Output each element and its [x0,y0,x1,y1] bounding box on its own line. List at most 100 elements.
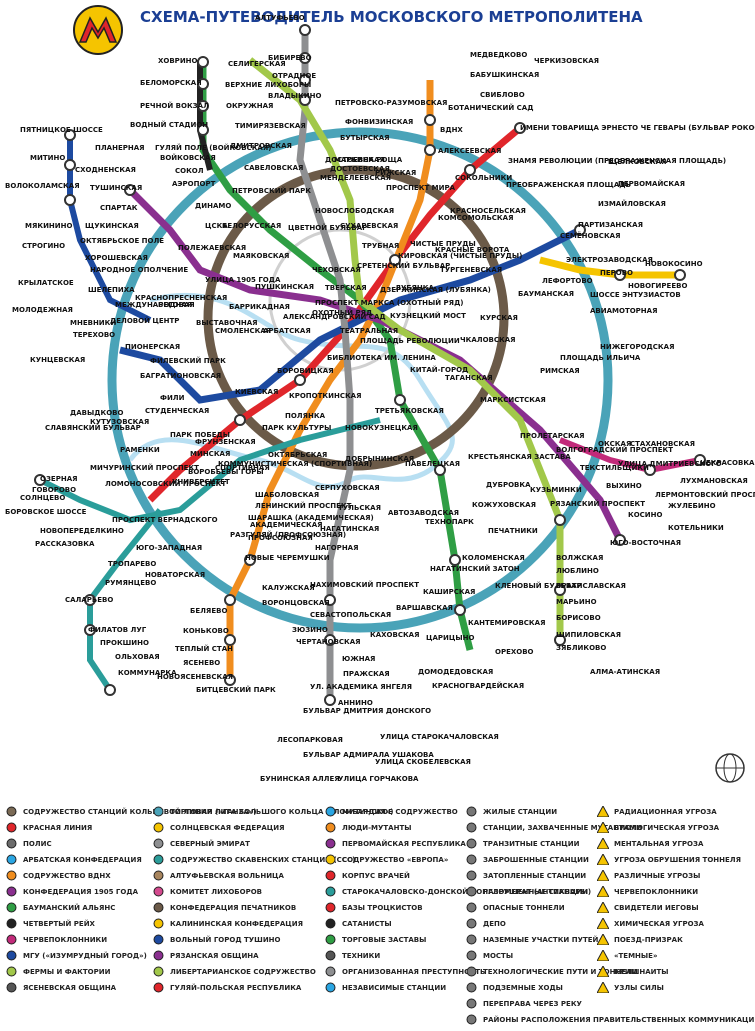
legend-label: «ТЕМНЫЕ» [614,952,658,960]
big-ring-line [107,127,613,633]
legend-label: ЯСЕНЕВСКАЯ ОБЩИНА [23,984,117,992]
station-label: МЕЖДУНАРОДНАЯ [115,301,192,309]
legend-item: СВИДЕТЕЛИ ИЕГОВЫ [596,900,755,916]
legend-label: РАЗЛИЧНЫЕ УГРОЗЫ [614,872,701,880]
station-label: ИЗМАЙЛОВСКАЯ [598,199,666,208]
legend-swatch-icon [466,806,477,817]
legend-swatch-icon [6,886,17,897]
station-label: ЩУКИНСКАЯ [85,222,139,230]
station-label: ШИПИЛОВСКАЯ [556,631,621,639]
station-label: МНЕВНИКИ [70,319,116,327]
legend-item: НЕЗАВИСИМЫЕ СТАНЦИИ [325,980,467,996]
station-label: САВЕЛОВСКАЯ [244,164,303,172]
legend-item: РЯЗАНСКАЯ ОБЩИНА [153,948,313,964]
station-label: КОСИНО [628,511,663,519]
station-label: ДУБРОВКА [486,481,531,489]
station-label: ЩЕЛКОВСКАЯ [608,158,667,166]
station-label: ПИОНЕРСКАЯ [125,343,180,351]
station-label: РАССКАЗОВКА [35,540,95,548]
legend-item: АЛТУФЬЕВСКАЯ ВОЛЬНИЦА [153,868,313,884]
station-label: ОХОТНЫЙ РЯД [312,308,372,317]
station-label: ВАРШАВСКАЯ [396,604,453,612]
station-label: СЕЛИГЕРСКАЯ [228,60,286,68]
legend-label: МОСТЫ [483,952,514,960]
station-label: НОВАТОРСКАЯ [145,571,205,579]
legend-label: СОДРУЖЕСТВО ВДНХ [23,872,111,880]
station-label: ФИЛИ [160,394,185,402]
legend-swatch-icon [325,806,336,817]
legend-swatch-icon [153,982,164,993]
station-label: ОКТЯБРЬСКОЕ ПОЛЕ [80,237,164,245]
legend-label: ВОЛЬНЫЙ ГОРОД ТУШИНО [170,936,281,944]
station-label: ФИЛЕВСКИЙ ПАРК [150,356,226,365]
lime-line [247,57,564,640]
legend-item: ЗАТОПЛЕННЫЕ СТАНЦИИ [466,868,596,884]
station-label: СЛАВЯНСКИЙ БУЛЬВАР [45,423,141,432]
station-label: РЯЗАНСКИЙ ПРОСПЕКТ [550,499,645,508]
station-label: ПЛАНЕРНАЯ [95,144,145,152]
station-label: НОВОЯСЕНЕВСКАЯ [157,673,233,681]
station-label: ШАРАШКА (АКАДЕМИЧЕСКАЯ) [248,514,374,522]
legend-label: ЗАБРОШЕННЫЕ СТАНЦИИ [483,856,589,864]
station-label: ВОЙКОВСКАЯ [160,153,216,162]
station-label: БОРОВСКОЕ ШОССЕ [5,508,87,516]
station-label: СПАРТАК [100,204,138,212]
station-label: СВИБЛОВО [480,91,525,99]
warning-triangle-icon [596,916,610,930]
station-label: КУРСКАЯ [480,314,518,322]
station-label: НЕКРАСОВКА [700,459,755,467]
station-label: ТУРГЕНЕВСКАЯ [440,266,502,274]
legend-item: ДЕПО [466,916,596,932]
station-label: БЕГОВАЯ [158,301,195,309]
station-label: БУЛЬВАР ДМИТРИЯ ДОНСКОГО [303,707,431,715]
legend-item: ПОДЗЕМНЫЕ ХОДЫ [466,980,596,996]
legend-label: НЕЗАВИСИМЫЕ СТАНЦИИ [342,984,447,992]
legend-swatch-icon [153,950,164,961]
legend-item: КРИШНАИТЫ [596,964,755,980]
station-label: ТЕРЕХОВО [73,331,115,339]
station-label: БИТЦЕВСКИЙ ПАРК [196,685,276,694]
warning-triangle-icon [596,868,610,882]
legend-item: НАЗЕМНЫЕ УЧАСТКИ ПУТЕЙ [466,932,598,948]
station-label: НОВОКУЗНЕЦКАЯ [345,424,418,432]
teal-line [38,417,381,524]
station-label: СМОЛЕНСКАЯ [215,327,271,335]
station-label: МАРЬИНО [556,598,597,606]
station-label: УНИВЕРСИТЕТ [172,478,230,486]
legend-label: ТЕХНИКИ [342,952,381,960]
legend-swatch-icon [153,854,164,865]
legend-swatch-icon [466,1014,477,1025]
station-label: ПРОСПЕКТ МИРА [386,184,456,192]
legend-label: ЧЕТВЕРТЫЙ РЕЙХ [23,920,95,928]
station-label: ПРОЛЕТАРСКАЯ [520,432,585,440]
legend-label: СТАНЦИИ, ЗАХВАЧЕННЫЕ МУТАНТАМИ [483,824,643,832]
station-label: СХОДНЕНСКАЯ [75,166,136,174]
station-label: БОТАНИЧЕСКИЙ САД [448,103,533,112]
station-label: БОРИСОВО [556,614,601,622]
station-label: НАГОРНАЯ [315,544,358,552]
station-label: ОКТЯБРЬСКАЯ [268,451,327,459]
legend-label: ОРГАНИЗОВАННАЯ ПРЕСТУПНОСТЬ [342,968,486,976]
legend-item: ЛЮДИ-МУТАНТЫ [325,820,467,836]
circle-line [203,165,509,471]
station-label: СПОРТИВНАЯ [215,464,270,472]
station-label: БИБЛИОТЕКА ИМ. ЛЕНИНА [327,354,436,362]
legend-item: ТЕХНИКИ [325,948,467,964]
station-label: ВЕРХНИЕ ЛИХОБОРЫ [225,81,311,89]
station-label: ЗЮЗИНО [292,626,328,634]
station-label: БАГРАТИОНОВСКАЯ [140,372,221,380]
warning-triangle-icon [596,852,610,866]
station-label: ДОСТОЕВСКАЯ [330,165,390,173]
legend-item: СОДРУЖЕСТВО «ЕВРОПА» [325,852,467,868]
station-label: ШОССЕ ЭНТУЗИАСТОВ [590,291,681,299]
legend-item: ОПАСНЫЕ ТОННЕЛИ [466,900,596,916]
station-label: ПУШКИНСКАЯ [255,283,314,291]
legend-item: БИОЛОГИЧЕСКАЯ УГРОЗА [596,820,755,836]
station-label: КРАСНЫЕ ВОРОТА [435,246,510,254]
station-label: НАГАТИНСКАЯ [320,525,379,533]
legend-label: ЗАТОПЛЕННЫЕ СТАНЦИИ [483,872,587,880]
station-label: ЧКАЛОВСКАЯ [460,336,516,344]
station-label: ПЛОЩАДЬ ИЛЬИЧА [560,354,641,362]
legend-label: ЧЕРВЕПОКЛОННИКИ [23,936,108,944]
